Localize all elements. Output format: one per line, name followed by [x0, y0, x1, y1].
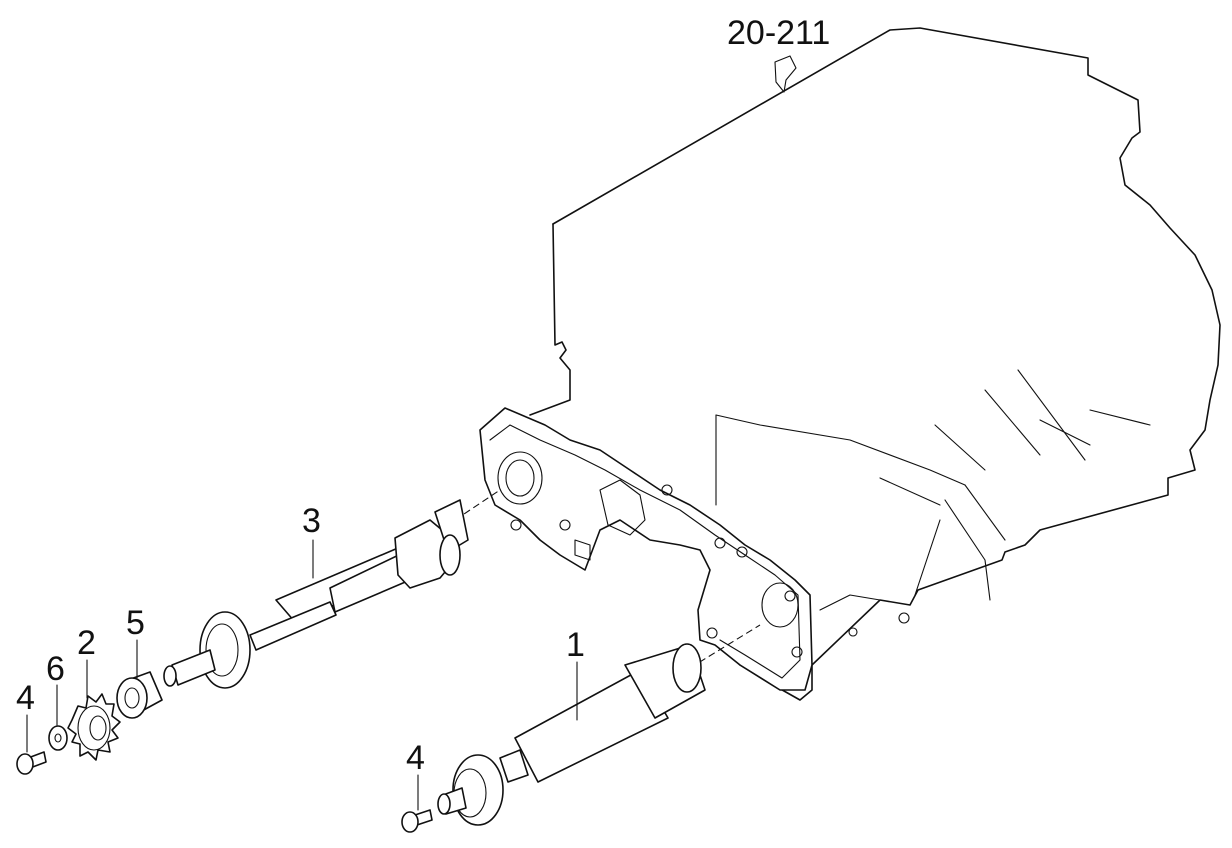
callout-3[interactable]: 3 [302, 502, 321, 540]
engine-block [529, 27, 1221, 701]
callout-5[interactable]: 5 [126, 604, 145, 642]
bolt-left [16, 751, 47, 775]
front-cover [479, 407, 813, 691]
bolt-right [401, 809, 433, 833]
callout-1[interactable]: 1 [566, 626, 585, 664]
balance-shaft-upper [163, 499, 469, 689]
alignment-line-lower [689, 624, 761, 669]
callout-6[interactable]: 6 [46, 650, 65, 688]
alignment-line-upper [454, 489, 501, 521]
reference-label[interactable]: 20-211 [727, 14, 830, 52]
sprocket [67, 693, 121, 761]
bushing [116, 671, 163, 719]
balance-shaft-lower [437, 643, 706, 826]
callout-2[interactable]: 2 [77, 624, 96, 662]
reference-arrow-icon [774, 55, 797, 93]
washer [48, 725, 68, 751]
callout-4-left[interactable]: 4 [16, 679, 35, 717]
callout-4-right[interactable]: 4 [406, 739, 425, 777]
